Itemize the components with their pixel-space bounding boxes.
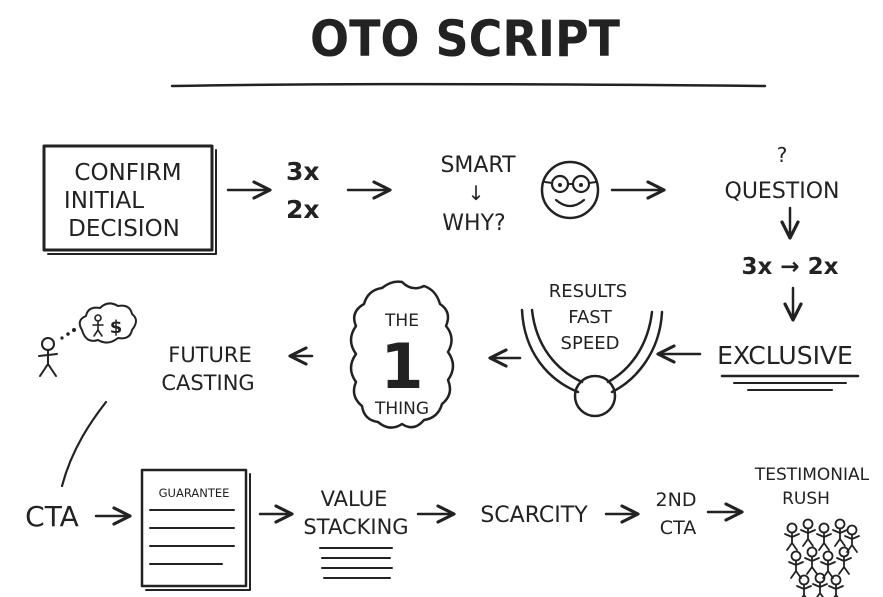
the-one-thing-line-1: THE — [384, 311, 419, 331]
three-to-two-label: 3x → 2x — [742, 254, 839, 280]
why-label: WHY? — [442, 211, 505, 236]
exclusive-label: EXCLUSIVE — [717, 341, 853, 370]
confirm-box-shadow — [47, 149, 217, 255]
future-casting-line-2: CASTING — [161, 371, 254, 395]
question-label: QUESTION — [725, 179, 840, 204]
title-underline — [170, 82, 767, 88]
guarantee-document-icon — [140, 468, 251, 591]
exclusive-underline — [720, 374, 860, 391]
results-line-3: SPEED — [561, 333, 620, 354]
thought-bubble-icon: $ — [60, 302, 137, 344]
confirm-line-1: CONFIRM — [74, 160, 181, 186]
smart-label: SMART — [440, 153, 516, 178]
crowd-icon — [784, 518, 860, 597]
results-line-2: FAST — [568, 307, 612, 328]
future-casting-line-1: FUTURE — [168, 343, 252, 367]
wavy-burst-frame — [349, 280, 455, 429]
magnet-icon — [520, 308, 664, 418]
smart-down-arrow: ↓ — [468, 181, 485, 205]
second-cta-line-2: CTA — [660, 517, 696, 539]
second-cta-line-1: 2ND — [656, 489, 697, 511]
guarantee-label: GUARANTEE — [159, 486, 230, 500]
the-one-thing-line-3: THING — [374, 399, 429, 419]
the-one-thing-number: 1 — [380, 330, 423, 403]
confirm-line-2: INITIAL — [64, 188, 144, 214]
testimonial-rush-line-2: RUSH — [782, 489, 830, 509]
thought-dollar-sign: $ — [110, 317, 123, 338]
question-mark: ? — [777, 143, 788, 167]
smiley-face-icon — [540, 160, 600, 220]
scarcity-label: SCARCITY — [480, 503, 588, 528]
confirm-line-3: DECISION — [68, 216, 180, 242]
results-line-1: RESULTS — [549, 281, 627, 302]
three-x-label: 3x — [286, 157, 320, 186]
value-stacking-line-1: VALUE — [321, 487, 388, 511]
cta-label: CTA — [25, 500, 79, 533]
testimonial-rush-line-1: TESTIMONIAL — [754, 465, 870, 485]
confirm-box — [42, 144, 214, 252]
page-title: OTO SCRIPT — [310, 10, 620, 68]
two-x-label: 2x — [286, 195, 320, 224]
value-stacking-line-2: STACKING — [303, 515, 408, 539]
value-stacking-underline — [319, 547, 393, 579]
connector-future-to-cta — [60, 400, 108, 488]
stick-figure-icon — [38, 337, 58, 377]
